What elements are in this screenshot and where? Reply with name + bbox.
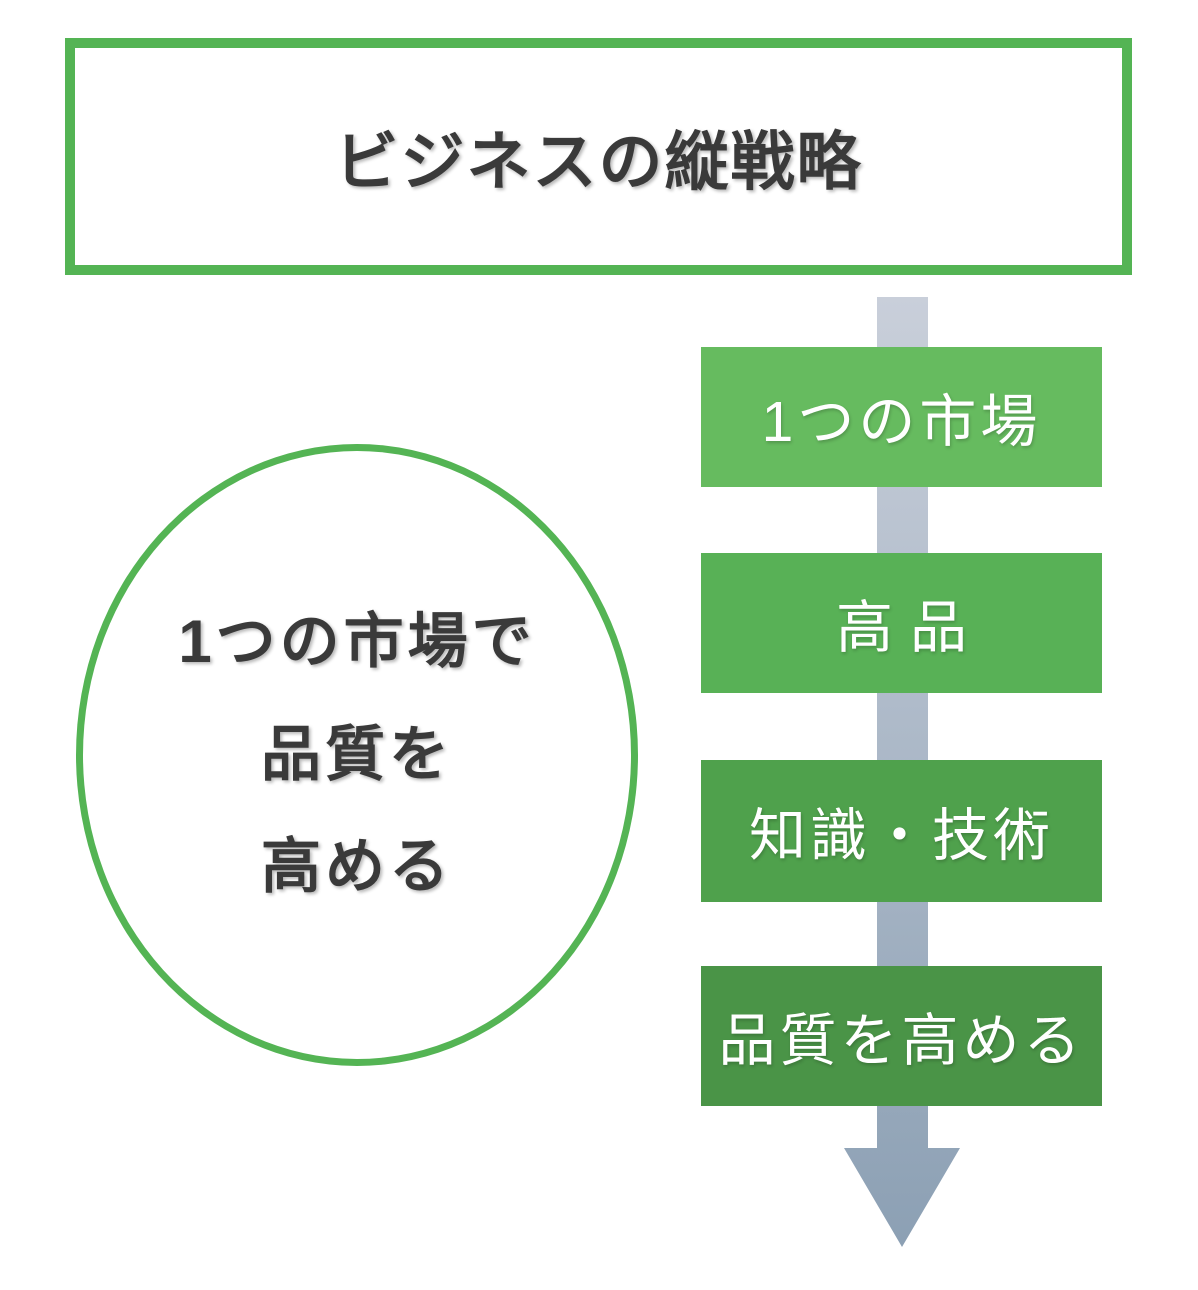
strategy-circle: 1つの市場で 品質を 高める	[76, 444, 638, 1066]
flow-step-1: 1つの市場	[701, 347, 1102, 487]
flow-step-label: 高品	[835, 596, 985, 660]
flow-step-label: 品質を高める	[718, 1009, 1085, 1073]
title-box: ビジネスの縦戦略	[65, 38, 1132, 275]
flow-step-label: 1つの市場	[761, 390, 1042, 454]
circle-line-3: 高める	[261, 833, 453, 901]
flow-step-3: 知識・技術	[701, 760, 1102, 902]
flow-step-label: 知識・技術	[749, 804, 1054, 868]
flow-step-4: 品質を高める	[701, 966, 1102, 1106]
circle-line-1: 1つの市場で	[178, 607, 536, 675]
page-title: ビジネスの縦戦略	[334, 125, 863, 198]
circle-line-2: 品質を	[261, 720, 453, 788]
flow-step-2: 高品	[701, 553, 1102, 693]
